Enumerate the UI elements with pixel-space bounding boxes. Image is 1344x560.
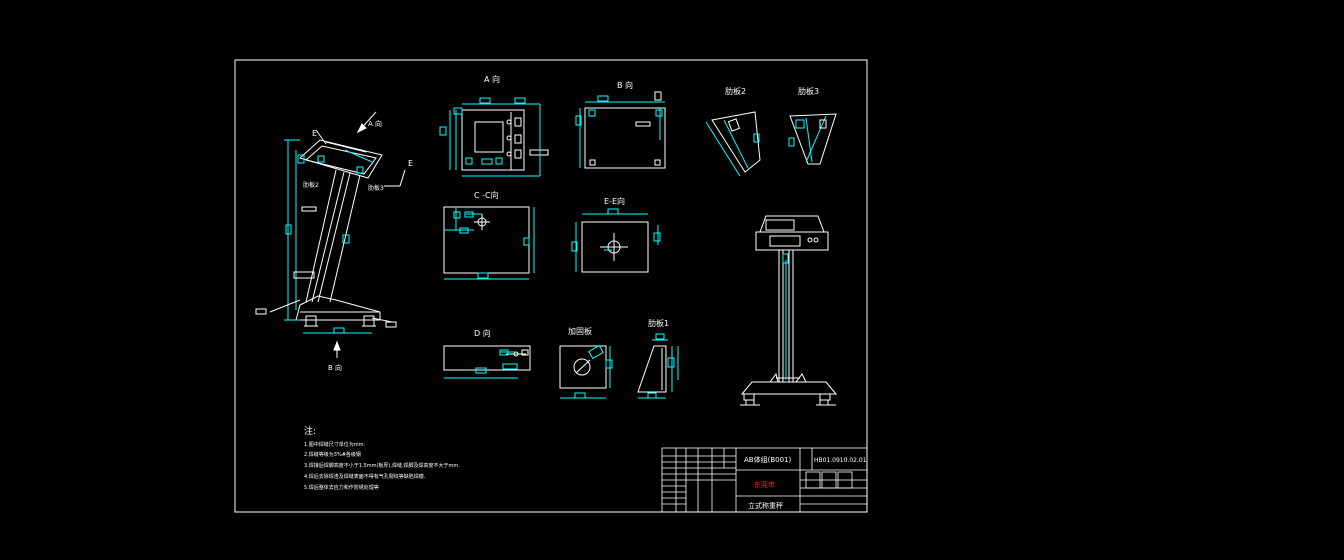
title-block-product: 立式称重秤 [748,501,783,510]
note-line-2: 2.焊缝等级为3%#各级钢 [304,451,361,458]
note-line-1: 1.图中焊缝尺寸单位为mm. [304,441,366,448]
view-label-e-right: E [408,159,413,168]
view-label-cc: C -C向 [474,190,499,200]
view-rib2 [705,111,761,177]
view-label-rib1: 肋板1 [648,318,669,328]
view-label-b: B 向 [617,80,633,90]
main-side-view [295,139,383,327]
main-side-view-dimensions [255,139,397,334]
view-label-a: A 向 [484,74,500,84]
title-block [661,447,868,513]
view-label-plate: 加固板 [568,326,592,336]
notes-title: 注: [304,425,316,437]
view-label-b-arrow: B 向 [328,363,342,372]
view-label-a-arrow: A 向 [368,119,382,128]
rib3-callout: 肋板3 [368,184,384,192]
note-line-5: 5.焊后整体去应力和作防锈处理等 [304,484,379,491]
front-view-dims [782,253,789,380]
drawing-frame [234,59,868,513]
main-view-annotations [269,111,406,358]
view-label-e-left: E [312,129,317,138]
view-a [439,97,549,177]
view-label-ee: E-E向 [604,196,625,206]
note-line-4: 4.焊后去除焊渣及焊缝表面不得有气孔裂纹等缺陷焊瘤. [304,473,426,480]
view-plate [559,344,613,399]
view-rib3 [788,113,837,165]
view-rib1 [637,333,679,399]
title-block-number: HB01.0910.02.01 [814,457,867,464]
note-line-3: 3.焊接后焊脚高度不小于1.5mm(板厚),焊缝,焊脚及焊高度不大于mm. [304,462,460,469]
view-b [575,91,666,169]
view-ee [571,208,661,273]
view-d [443,345,531,379]
title-block-company: 东莞市 [754,480,775,489]
rib2-callout: 肋板2 [303,181,319,189]
view-label-rib2: 肋板2 [725,86,746,96]
title-block-name: AB体组(B001) [744,455,791,464]
view-cc [443,206,535,280]
view-label-rib3: 肋板3 [798,86,819,96]
front-view [740,215,838,406]
view-label-d: D 向 [474,328,491,338]
